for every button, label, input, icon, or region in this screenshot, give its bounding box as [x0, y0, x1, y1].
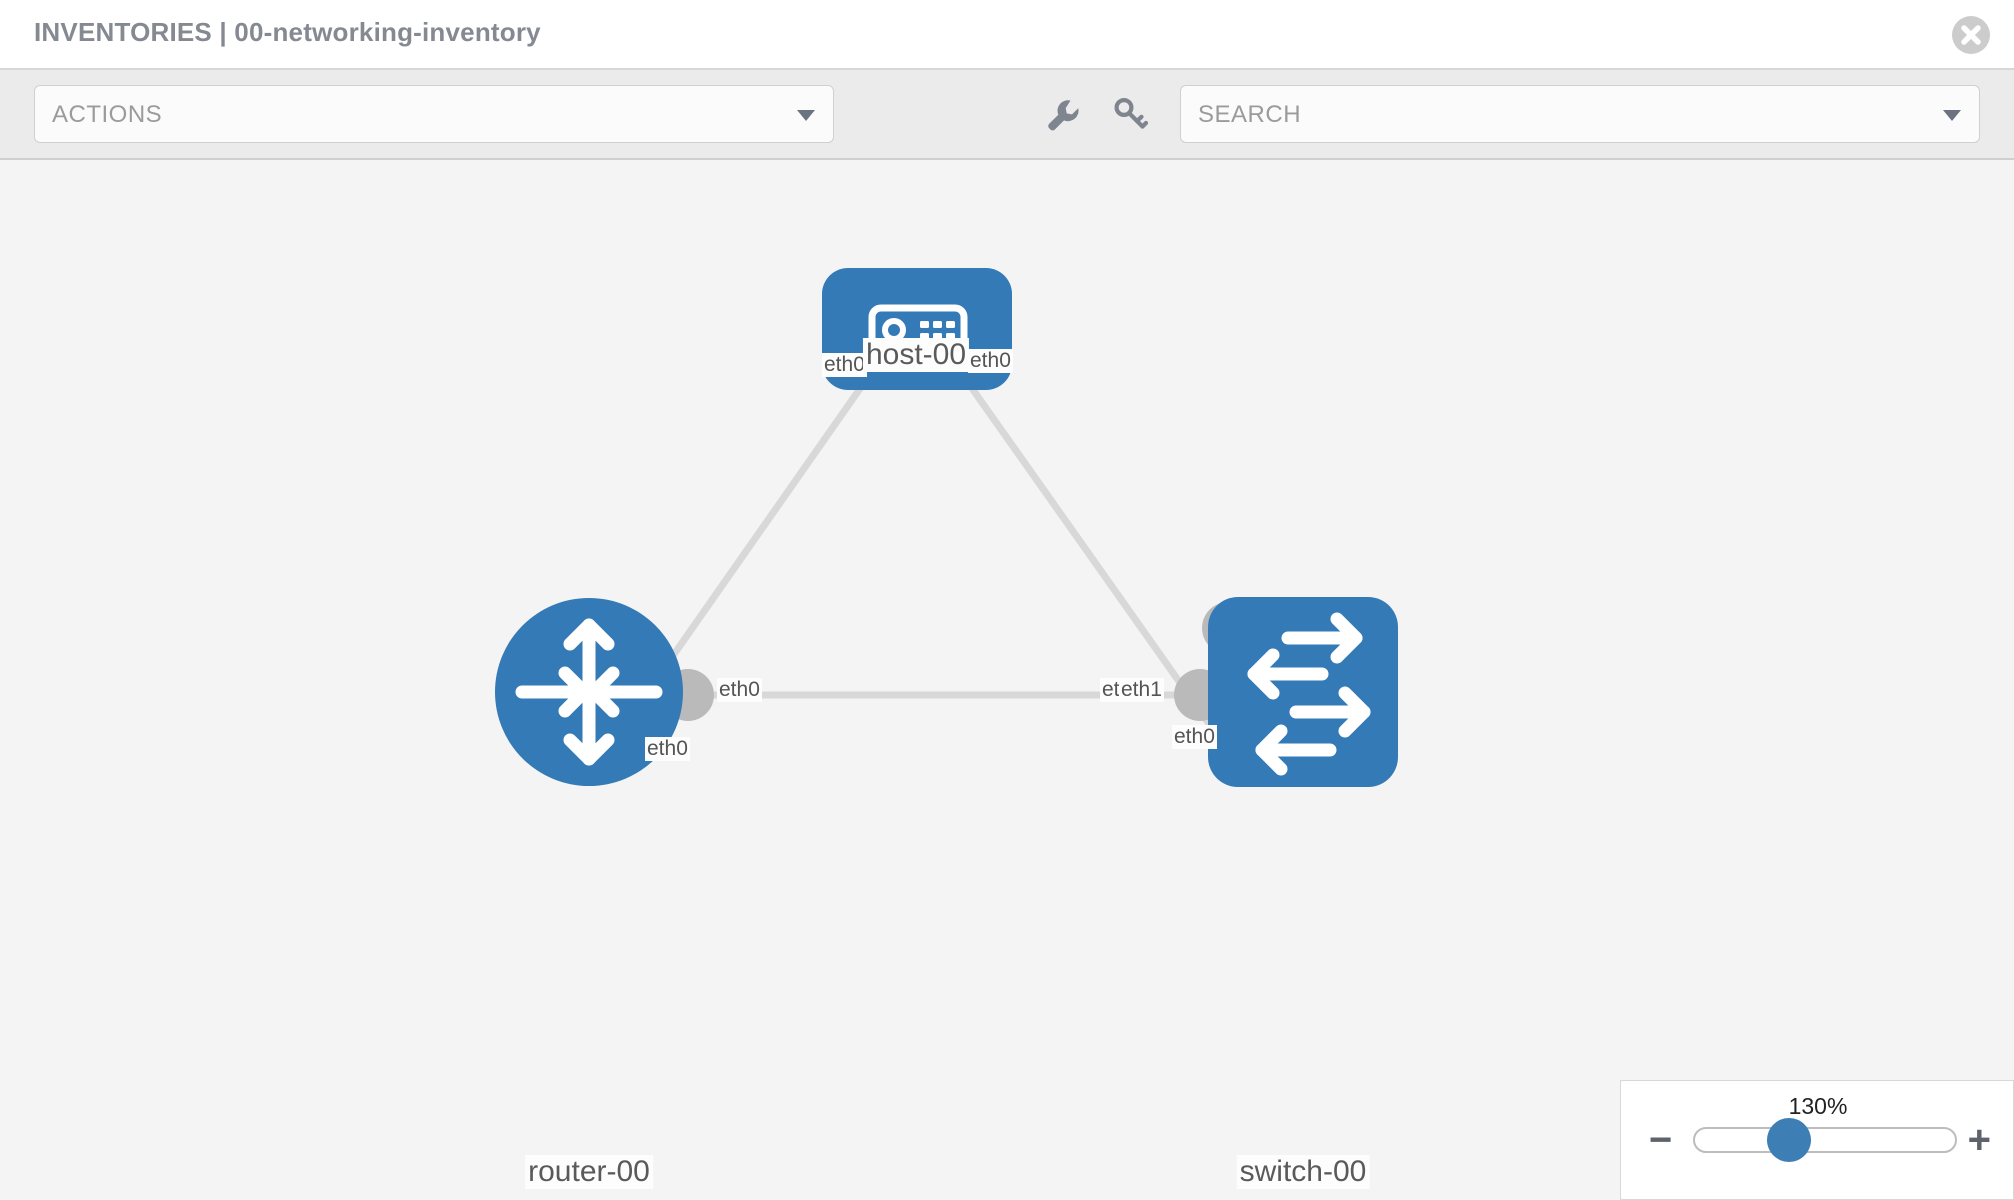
zoom-control-panel: 130% − +: [1620, 1080, 2014, 1200]
chevron-down-icon: [797, 110, 815, 121]
edge-label-switch-eth1: eth1: [1119, 678, 1164, 702]
zoom-level-value: 130%: [1788, 1093, 1848, 1119]
edge-label-host-right: eth0: [968, 349, 1013, 373]
key-icon[interactable]: [1108, 92, 1152, 136]
node-router-00[interactable]: [495, 598, 683, 786]
close-icon[interactable]: [1952, 16, 1990, 54]
edge-label-switch-up: eth0: [1172, 725, 1217, 749]
node-label-host-00: host-00: [862, 338, 970, 372]
actions-dropdown[interactable]: ACTIONS: [34, 85, 834, 143]
node-label-router-00: router-00: [525, 1155, 653, 1189]
topology-canvas[interactable]: .lnk { stroke:#d8d8d8; stroke-width:7; f…: [0, 160, 2014, 1200]
edge-label-router-up: eth0: [645, 737, 690, 761]
node-label-switch-00: switch-00: [1236, 1155, 1370, 1189]
actions-dropdown-label: ACTIONS: [52, 101, 163, 128]
topology-graph: .lnk { stroke:#d8d8d8; stroke-width:7; f…: [495, 268, 1398, 787]
chevron-down-icon: [1943, 110, 1961, 121]
node-switch-00[interactable]: [1208, 597, 1398, 787]
page-title: INVENTORIES | 00-networking-inventory: [34, 17, 541, 47]
window-titlebar: INVENTORIES | 00-networking-inventory: [0, 0, 2014, 70]
zoom-out-button[interactable]: −: [1649, 1118, 1673, 1162]
search-input[interactable]: SEARCH: [1180, 85, 1980, 143]
wrench-icon[interactable]: [1040, 92, 1084, 136]
edge-label-host-left: eth0: [822, 353, 867, 377]
zoom-slider-track[interactable]: [1693, 1127, 1957, 1153]
edge-label-router-eth0: eth0: [717, 678, 762, 702]
zoom-in-button[interactable]: +: [1967, 1118, 1991, 1162]
zoom-slider-thumb[interactable]: [1767, 1118, 1811, 1162]
search-input-value: SEARCH: [1198, 101, 1302, 128]
toolbar: ACTIONS SEARCH: [0, 70, 2014, 160]
